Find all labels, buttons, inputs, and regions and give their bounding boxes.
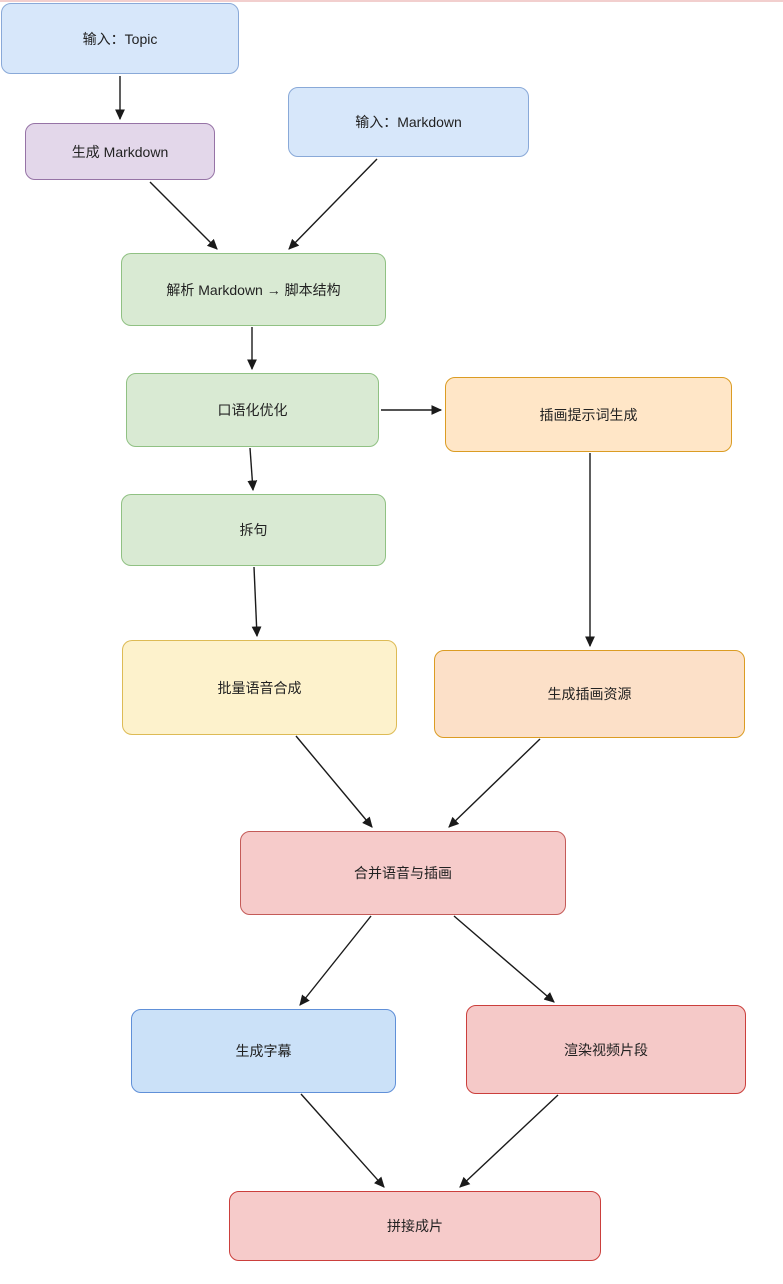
edge-subtitle-to-concat <box>300 1093 385 1188</box>
node-batch-tts-label: 批量语音合成 <box>217 679 302 696</box>
node-input-topic: 输入：Topic <box>1 3 239 74</box>
edge-input-markdown-to-parse <box>288 158 378 250</box>
node-input-markdown-label: 输入：Markdown <box>355 114 462 130</box>
edge-merge-to-render <box>453 915 555 1003</box>
node-oral-optimization-label: 口语化优化 <box>217 402 288 418</box>
node-split-sentences: 拆句 <box>121 494 386 566</box>
edge-gen-markdown-to-parse <box>149 181 218 250</box>
edge-tts-to-merge <box>295 735 373 828</box>
edge-render-to-concat <box>459 1094 559 1188</box>
node-oral-optimization: 口语化优化 <box>126 373 379 447</box>
top-border-line <box>0 0 783 2</box>
node-render-video-clips-label: 渲染视频片段 <box>564 1041 648 1058</box>
edge-merge-to-subtitle <box>299 915 372 1006</box>
edge-split-to-tts <box>251 566 262 638</box>
node-parse-markdown: 解析 Markdown → 脚本结构 <box>121 253 386 326</box>
node-gen-markdown: 生成 Markdown <box>25 123 215 180</box>
node-illustration-prompt-gen: 插画提示词生成 <box>445 377 732 452</box>
node-generate-subtitles-label: 生成字幕 <box>235 1043 292 1059</box>
edge-illus-to-merge <box>448 738 541 828</box>
node-split-sentences-label: 拆句 <box>239 522 268 538</box>
node-illustration-prompt-gen-label: 插画提示词生成 <box>539 406 638 423</box>
node-concat-final-video-label: 拼接成片 <box>387 1218 443 1234</box>
node-batch-tts: 批量语音合成 <box>122 640 397 735</box>
node-concat-final-video: 拼接成片 <box>229 1191 601 1261</box>
edge-oral-to-split <box>247 447 258 492</box>
node-generate-illustrations-label: 生成插画资源 <box>547 686 632 702</box>
node-gen-markdown-label: 生成 Markdown <box>71 143 169 160</box>
node-merge-audio-illustrations-label: 合并语音与插画 <box>354 865 452 881</box>
node-parse-markdown-label: 解析 Markdown → 脚本结构 <box>166 281 341 298</box>
node-generate-illustrations: 生成插画资源 <box>434 650 745 738</box>
node-render-video-clips: 渲染视频片段 <box>466 1005 746 1094</box>
node-input-markdown: 输入：Markdown <box>288 87 529 157</box>
node-input-topic-label: 输入：Topic <box>82 30 158 47</box>
node-generate-subtitles: 生成字幕 <box>131 1009 396 1093</box>
node-merge-audio-illustrations: 合并语音与插画 <box>240 831 566 915</box>
